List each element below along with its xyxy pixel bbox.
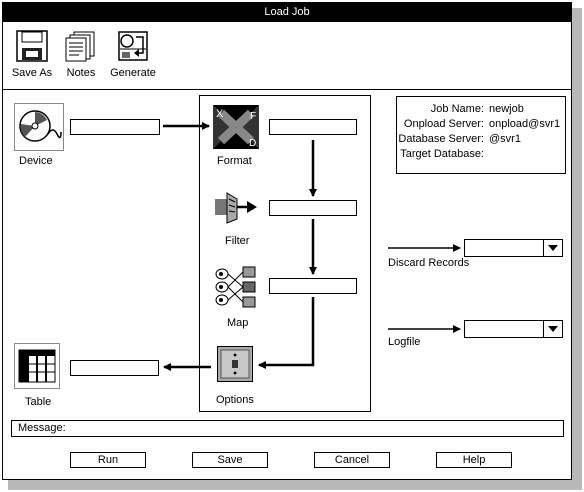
discard-records-label: Discard Records bbox=[388, 257, 470, 269]
save-button[interactable]: Save bbox=[192, 452, 268, 468]
svg-text:X: X bbox=[216, 108, 224, 120]
job-name-label: Job Name: bbox=[430, 103, 484, 115]
table-icon-button[interactable] bbox=[14, 343, 60, 389]
options-icon[interactable] bbox=[217, 346, 253, 382]
message-label: Message: bbox=[18, 422, 66, 434]
discard-records-combo[interactable] bbox=[464, 239, 563, 257]
run-button[interactable]: Run bbox=[70, 452, 146, 468]
logfile-label: Logfile bbox=[388, 336, 421, 348]
tape-reel-icon bbox=[19, 110, 62, 142]
filter-field[interactable] bbox=[269, 200, 357, 216]
filter-label: Filter bbox=[225, 235, 250, 247]
notes-label: Notes bbox=[66, 67, 96, 79]
notes-button[interactable]: Notes bbox=[61, 29, 101, 79]
onload-server-label: Onpload Server: bbox=[403, 118, 484, 130]
save-as-button[interactable]: Save As bbox=[9, 29, 55, 79]
title-bar: Load Job bbox=[3, 3, 571, 22]
floppy-disk-icon bbox=[15, 29, 49, 63]
device-icon-button[interactable] bbox=[14, 103, 64, 151]
job-info-panel bbox=[396, 96, 566, 174]
table-field[interactable] bbox=[70, 360, 159, 376]
chevron-down-icon bbox=[548, 326, 558, 332]
cancel-button[interactable]: Cancel bbox=[314, 452, 390, 468]
map-icon[interactable] bbox=[213, 265, 259, 311]
load-job-window: Load Job Save As Notes bbox=[2, 2, 572, 480]
chevron-down-icon bbox=[548, 245, 558, 251]
map-field[interactable] bbox=[269, 278, 357, 294]
generate-button[interactable]: Generate bbox=[105, 29, 161, 79]
format-label: Format bbox=[217, 155, 252, 167]
onload-server-value: onpload@svr1 bbox=[489, 118, 561, 130]
svg-text:D: D bbox=[249, 138, 256, 149]
map-label: Map bbox=[227, 317, 249, 329]
filter-icon[interactable] bbox=[213, 189, 259, 227]
table-icon bbox=[18, 349, 56, 383]
help-button[interactable]: Help bbox=[436, 452, 512, 468]
svg-text:F: F bbox=[250, 111, 256, 122]
job-name-value: newjob bbox=[489, 103, 524, 115]
format-icon[interactable]: X F D bbox=[213, 105, 259, 149]
target-database-label: Target Database: bbox=[400, 148, 484, 160]
options-label: Options bbox=[216, 394, 254, 406]
generate-label: Generate bbox=[110, 67, 156, 79]
discard-records-dropdown-button[interactable] bbox=[543, 240, 562, 256]
database-server-label: Database Server: bbox=[398, 133, 484, 145]
device-field[interactable] bbox=[70, 119, 160, 135]
database-server-value: @svr1 bbox=[489, 133, 521, 145]
save-as-label: Save As bbox=[11, 67, 53, 79]
logfile-combo[interactable] bbox=[464, 320, 563, 338]
format-field[interactable] bbox=[269, 119, 357, 135]
flow-panel bbox=[199, 95, 371, 412]
device-label: Device bbox=[19, 155, 53, 167]
generate-icon bbox=[116, 29, 150, 63]
notes-icon bbox=[64, 29, 98, 63]
flow-arrows bbox=[163, 122, 461, 371]
logfile-dropdown-button[interactable] bbox=[543, 321, 562, 337]
toolbar-separator bbox=[3, 89, 571, 90]
table-label: Table bbox=[25, 396, 52, 408]
message-bar: Message: bbox=[11, 420, 564, 437]
